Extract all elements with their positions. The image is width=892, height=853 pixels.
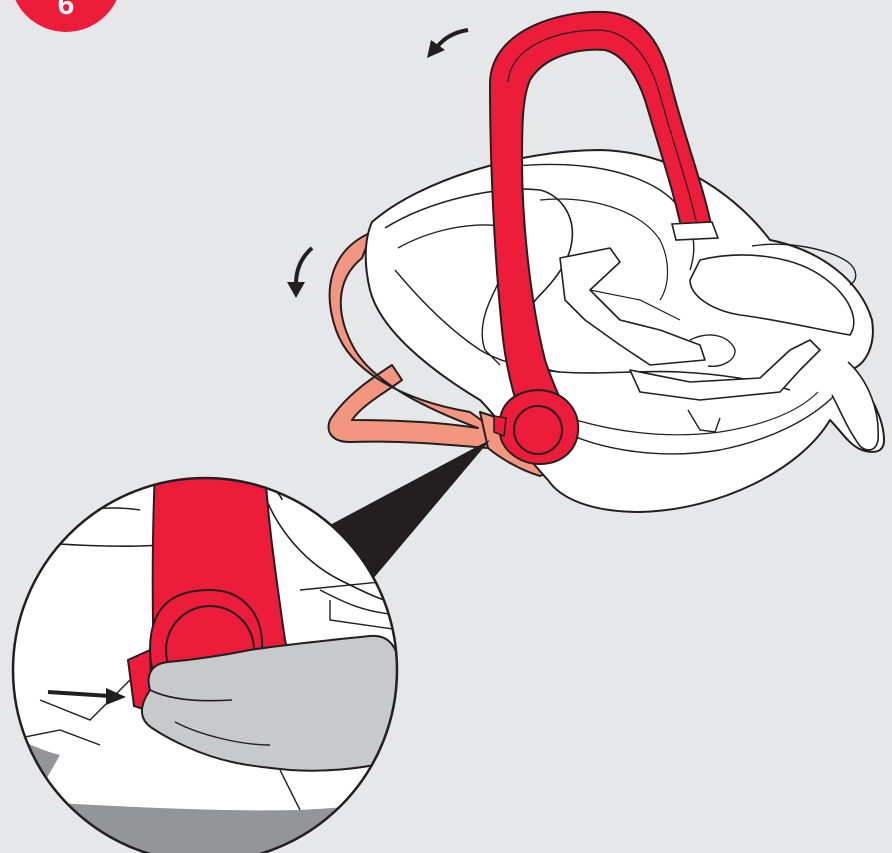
curved-arrow-down-icon [287,248,312,298]
curved-arrow-counterclockwise-icon [427,30,468,58]
step-number: 6 [58,0,75,21]
car-seat-shell [366,150,884,512]
step-badge: 6 [10,0,122,32]
